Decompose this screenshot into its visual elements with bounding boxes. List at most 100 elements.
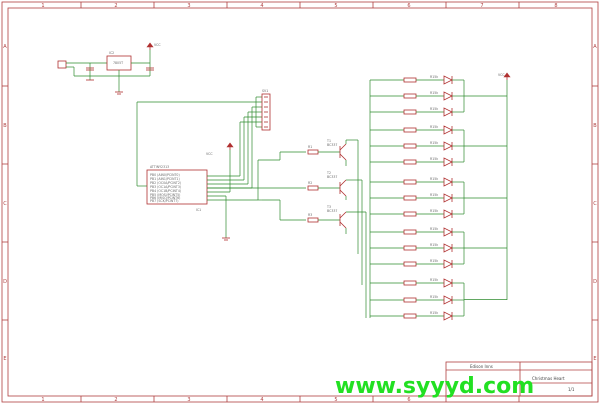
sheet-inner-border — [7, 7, 593, 397]
led-row: R15k — [370, 75, 464, 85]
led-resistor-label: R15k — [430, 125, 438, 129]
row-label-left: E — [3, 356, 6, 362]
column-label-bottom: 1 — [41, 397, 44, 403]
vcc-arrow-icon — [146, 42, 154, 48]
programming-header: SV1 — [261, 89, 271, 131]
led-row: R15k — [370, 91, 464, 101]
led-banks: R15kR15kR15kR15kR15kR15kR15kR15kR15kR15k… — [370, 75, 507, 321]
led-row: R15k — [370, 209, 464, 219]
led-resistor-label: R15k — [430, 278, 438, 282]
led-resistor-label: R15k — [430, 107, 438, 111]
led-resistor-label: R15k — [430, 295, 438, 299]
title-block: Edison Inns Christmas Heart 1/1 — [445, 361, 593, 397]
led-row: R15k — [370, 193, 464, 203]
led-resistor-label: R15k — [430, 75, 438, 79]
column-label-top: 6 — [407, 3, 410, 9]
title-block-frame — [445, 361, 593, 397]
column-label-bottom: 5 — [334, 397, 337, 403]
led-row: R15k — [370, 157, 464, 167]
column-label-top: 2 — [114, 3, 117, 9]
led-diode-icon — [443, 311, 453, 321]
led-diode-icon — [443, 125, 453, 135]
led-diode-icon — [443, 227, 453, 237]
column-label-bottom: 2 — [114, 397, 117, 403]
led-resistor — [403, 159, 417, 165]
row-label-right: B — [593, 123, 597, 129]
mcu-pin-label: PB0 (AIN0/PCINT0) — [150, 173, 180, 177]
led-resistor — [403, 143, 417, 149]
base-resistor — [307, 217, 319, 223]
mcu-supply-label: VCC — [206, 152, 213, 156]
column-label-top: 1 — [41, 3, 44, 9]
led-row: R15k — [370, 295, 464, 305]
company-name: Edison Inns — [470, 364, 493, 369]
led-resistor — [403, 297, 417, 303]
base-resistor — [307, 149, 319, 155]
transistor-ref: T2 — [326, 171, 331, 175]
transistor-value: BC337 — [327, 209, 337, 213]
led-diode-icon — [443, 177, 453, 187]
led-row: R15k — [370, 125, 464, 135]
led-supply-label: VCC — [498, 73, 505, 77]
led-diode-icon — [443, 243, 453, 253]
led-resistor — [403, 93, 417, 99]
mcu-pin-label: PB1 (AIN1/PCINT1) — [150, 177, 180, 181]
led-row: R15k — [370, 227, 464, 237]
column-label-top: 3 — [187, 3, 190, 9]
led-diode-icon — [443, 278, 453, 288]
led-resistor-label: R15k — [430, 193, 438, 197]
vcc-label: VCC — [154, 43, 161, 47]
led-resistor-label: R15k — [430, 227, 438, 231]
led-row: R15k — [370, 259, 464, 269]
led-resistor — [403, 245, 417, 251]
base-resistor-label: R2 — [308, 181, 312, 185]
led-diode-icon — [443, 75, 453, 85]
led-diode-icon — [443, 141, 453, 151]
row-label-left: C — [3, 201, 7, 207]
led-diode-icon — [443, 193, 453, 203]
led-row: R15k — [370, 107, 464, 117]
transistor-ref: T3 — [326, 205, 331, 209]
led-row: R15k — [370, 141, 464, 151]
mcu-pin-label: PB6 (MISO/PCINT6) — [150, 196, 180, 200]
base-resistor — [307, 185, 319, 191]
led-diode-icon — [443, 259, 453, 269]
led-diode-icon — [443, 295, 453, 305]
led-diode-icon — [443, 91, 453, 101]
led-row: R15k — [370, 311, 464, 321]
row-label-right: E — [593, 356, 596, 362]
vcc-arrow-icon — [503, 72, 511, 78]
mcu-pin-label: PB4 (OC1B/PCINT4) — [150, 189, 181, 193]
led-row: R15k — [370, 278, 464, 288]
power-connector — [57, 60, 67, 69]
led-resistor — [403, 77, 417, 83]
header-ref-label: SV1 — [262, 89, 268, 93]
mcu-pin-label: PB7 (SCK/PCINT7) — [150, 199, 179, 203]
led-resistor-label: R15k — [430, 91, 438, 95]
led-resistor — [403, 261, 417, 267]
row-label-right: D — [593, 279, 597, 285]
power-supply-section: IC2 7805T VCC — [57, 42, 161, 95]
mcu-body — [146, 169, 208, 205]
led-resistor-label: R15k — [430, 311, 438, 315]
led-diode-icon — [443, 157, 453, 167]
column-label-bottom: 4 — [260, 397, 263, 403]
column-label-bottom: 3 — [187, 397, 190, 403]
mcu-pin-label: PB3 (OC1A/PCINT3) — [150, 185, 181, 189]
column-label-top: 5 — [334, 3, 337, 9]
led-resistor — [403, 211, 417, 217]
row-label-right: C — [593, 201, 597, 207]
led-diode-icon — [443, 209, 453, 219]
led-supply-rail: VCC — [498, 72, 511, 300]
mcu-ref-label: IC1 — [196, 208, 201, 212]
led-diode-icon — [443, 107, 453, 117]
led-row: R15k — [370, 243, 464, 253]
led-resistor-label: R15k — [430, 243, 438, 247]
row-label-left: D — [3, 279, 7, 285]
vcc-arrow-icon — [226, 142, 234, 148]
driver-section: R1 R2 R3 T1 BC337 T2 BC337 T3 BC337 — [207, 80, 371, 318]
